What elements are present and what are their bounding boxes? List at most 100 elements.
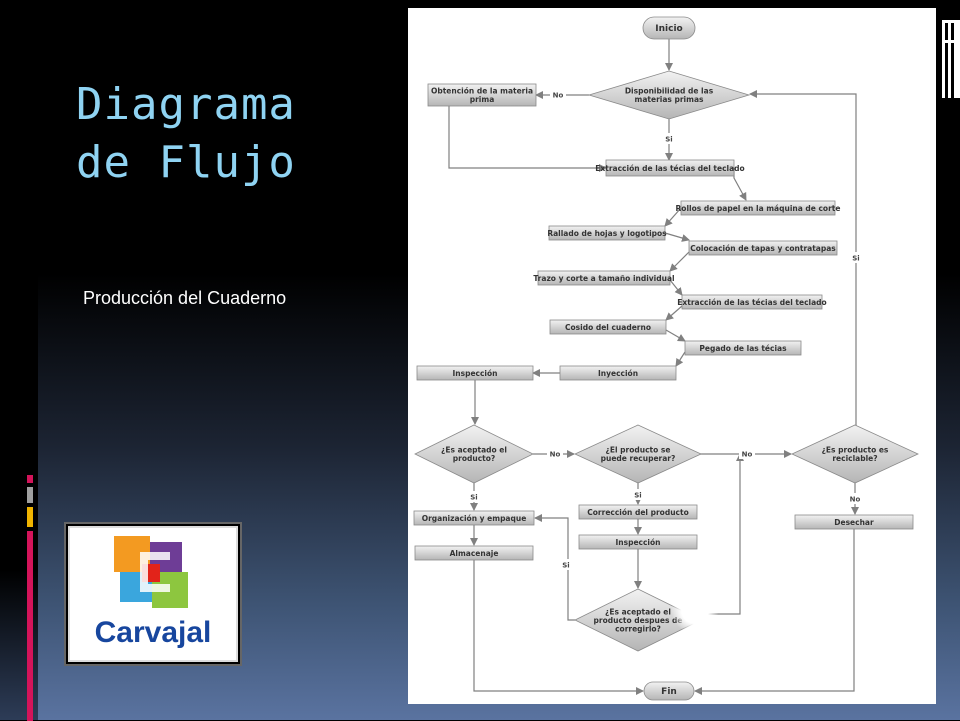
flow-node-label: Inyección [598,369,638,378]
flow-node-almacenaje: Almacenaje [414,545,534,561]
flow-edge [675,351,686,367]
flow-node-cosido: Cosido del cuaderno [549,319,667,335]
edge-label-si: Si [634,492,641,500]
edge-label-bg [630,489,646,500]
flow-node-shape [416,365,534,381]
edge-label-si: Si [852,255,859,263]
slide-subtitle: Producción del Cuaderno [83,288,287,308]
flow-node-trazo: Trazo y corte a tamaño individual [533,270,675,286]
flow-node-shape [537,270,671,286]
flow-node-shape [574,424,702,484]
flow-node-label: Inicio [655,24,682,34]
flow-node-label: Colocación de tapas y contratapas [690,244,836,253]
flow-node-rallado: Rallado de hojas y logotipos [547,225,667,241]
flow-node-label: Cosido del cuaderno [565,323,651,332]
flow-edge [749,90,857,427]
flow-node-label: Pegado de las técias [699,344,787,353]
flow-edge [694,529,855,695]
logo-wordmark: Carvajal [94,616,212,649]
flow-node-label: Extracción de las técias del teclado [595,164,744,173]
flow-node-inyeccion: Inyección [559,365,677,381]
flow-node-label: Rollos de papel en la máquina de corte [676,204,841,213]
flow-node-inicio: Inicio [642,16,696,40]
flow-node-inspeccion2: Inspección [578,534,698,550]
flow-edge [669,251,690,272]
flow-node-shape [578,534,698,550]
flow-node-fin: Fin [643,681,695,701]
slide-title: Diagrama de Flujo [76,76,296,192]
flow-node-label: Corrección del producto [587,508,688,517]
flow-node-label: Rallado de hojas y logotipos [547,229,667,238]
edge-label-bg [558,559,574,570]
flow-node-correccion: Corrección del producto [578,504,698,520]
carvajal-logo: Carvajal [68,526,238,662]
flow-node-pegado: Pegado de las técias [684,340,802,356]
edge-label-no: No [850,496,861,504]
flow-node-shape [688,240,838,256]
edge-label-bg [661,133,677,144]
edge-label-bg [739,448,755,459]
edge-label-bg [848,252,864,263]
flowchart-edges [448,39,859,695]
image-smudge [671,586,719,634]
flow-node-shape [680,200,836,216]
edge-label-bg [466,491,482,502]
flow-node-shape [681,294,823,310]
flow-node-shape [549,319,667,335]
flow-node-inspeccion1: Inspección [416,365,534,381]
title-line-1: Diagrama [76,79,296,130]
carvajal-logo-mark [114,536,188,608]
flow-node-shape [414,545,534,561]
bar-red-long [27,531,33,721]
flow-edge [448,106,607,172]
edge-label-si: Si [665,136,672,144]
edge-label-bg [550,89,566,100]
flow-edge [669,279,683,296]
flow-node-shape [587,70,751,120]
flow-node-rollos: Rollos de papel en la máquina de corte [676,200,841,216]
flow-node-shape [794,514,914,530]
edge-label-si: Si [470,494,477,502]
flow-edge [664,232,690,242]
flow-node-label: Trazo y corte a tamaño individual [533,274,674,283]
flow-node-shape [578,504,698,520]
flow-node-colocacion: Colocación de tapas y contratapas [688,240,838,256]
edge-label-no: No [742,451,753,459]
bar-yellow [27,507,33,527]
flow-node-desechar: Desechar [794,514,914,530]
flow-node-shape [605,159,735,177]
edge-label-si: Si [562,562,569,570]
flow-node-shape [548,225,666,241]
edge-label-no: No [553,92,564,100]
flow-edge [665,305,683,321]
flow-node-shape [684,340,802,356]
edge-label-no: No [550,451,561,459]
flow-node-organizacion: Organización y empaque [413,510,535,526]
flow-node-shape [643,681,695,701]
bar-gray [27,487,33,503]
flow-edge [664,207,682,227]
flow-node-shape [414,424,534,484]
bar-red [27,475,33,483]
flow-node-extraccion1: Extracción de las técias del teclado [595,159,745,177]
flow-node-label: Desechar [834,518,874,527]
flow-node-label: Fin [661,687,677,697]
flow-node-label: Almacenaje [450,549,499,558]
flow-edge [665,329,686,342]
decorative-corner-lines [942,20,960,100]
flow-node-shape [791,424,919,484]
flow-edge [473,560,644,695]
flow-node-shape [413,510,535,526]
edge-label-bg [547,448,563,459]
